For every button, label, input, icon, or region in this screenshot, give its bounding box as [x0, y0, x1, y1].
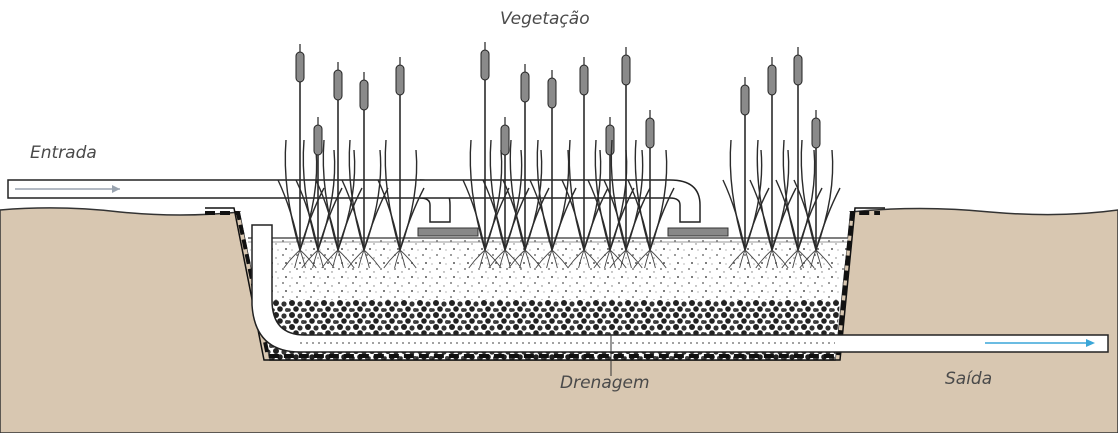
vegetation-label: Vegetação [500, 9, 590, 29]
outlet-label: Saída [945, 369, 992, 389]
drainage-label: Drenagem [560, 373, 650, 393]
inlet-label: Entrada [30, 143, 97, 163]
